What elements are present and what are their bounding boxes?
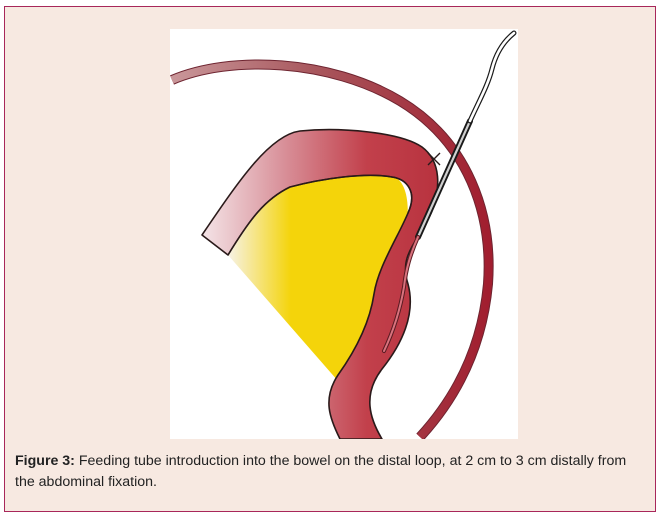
figure-label: Figure 3:	[15, 453, 75, 469]
figure-illustration	[170, 29, 518, 439]
figure-caption: Figure 3: Feeding tube introduction into…	[15, 451, 645, 493]
figure-caption-text: Feeding tube introduction into the bowel…	[15, 453, 626, 490]
figure-frame: Figure 3: Feeding tube introduction into…	[4, 6, 656, 512]
illustration-canvas	[170, 29, 518, 439]
